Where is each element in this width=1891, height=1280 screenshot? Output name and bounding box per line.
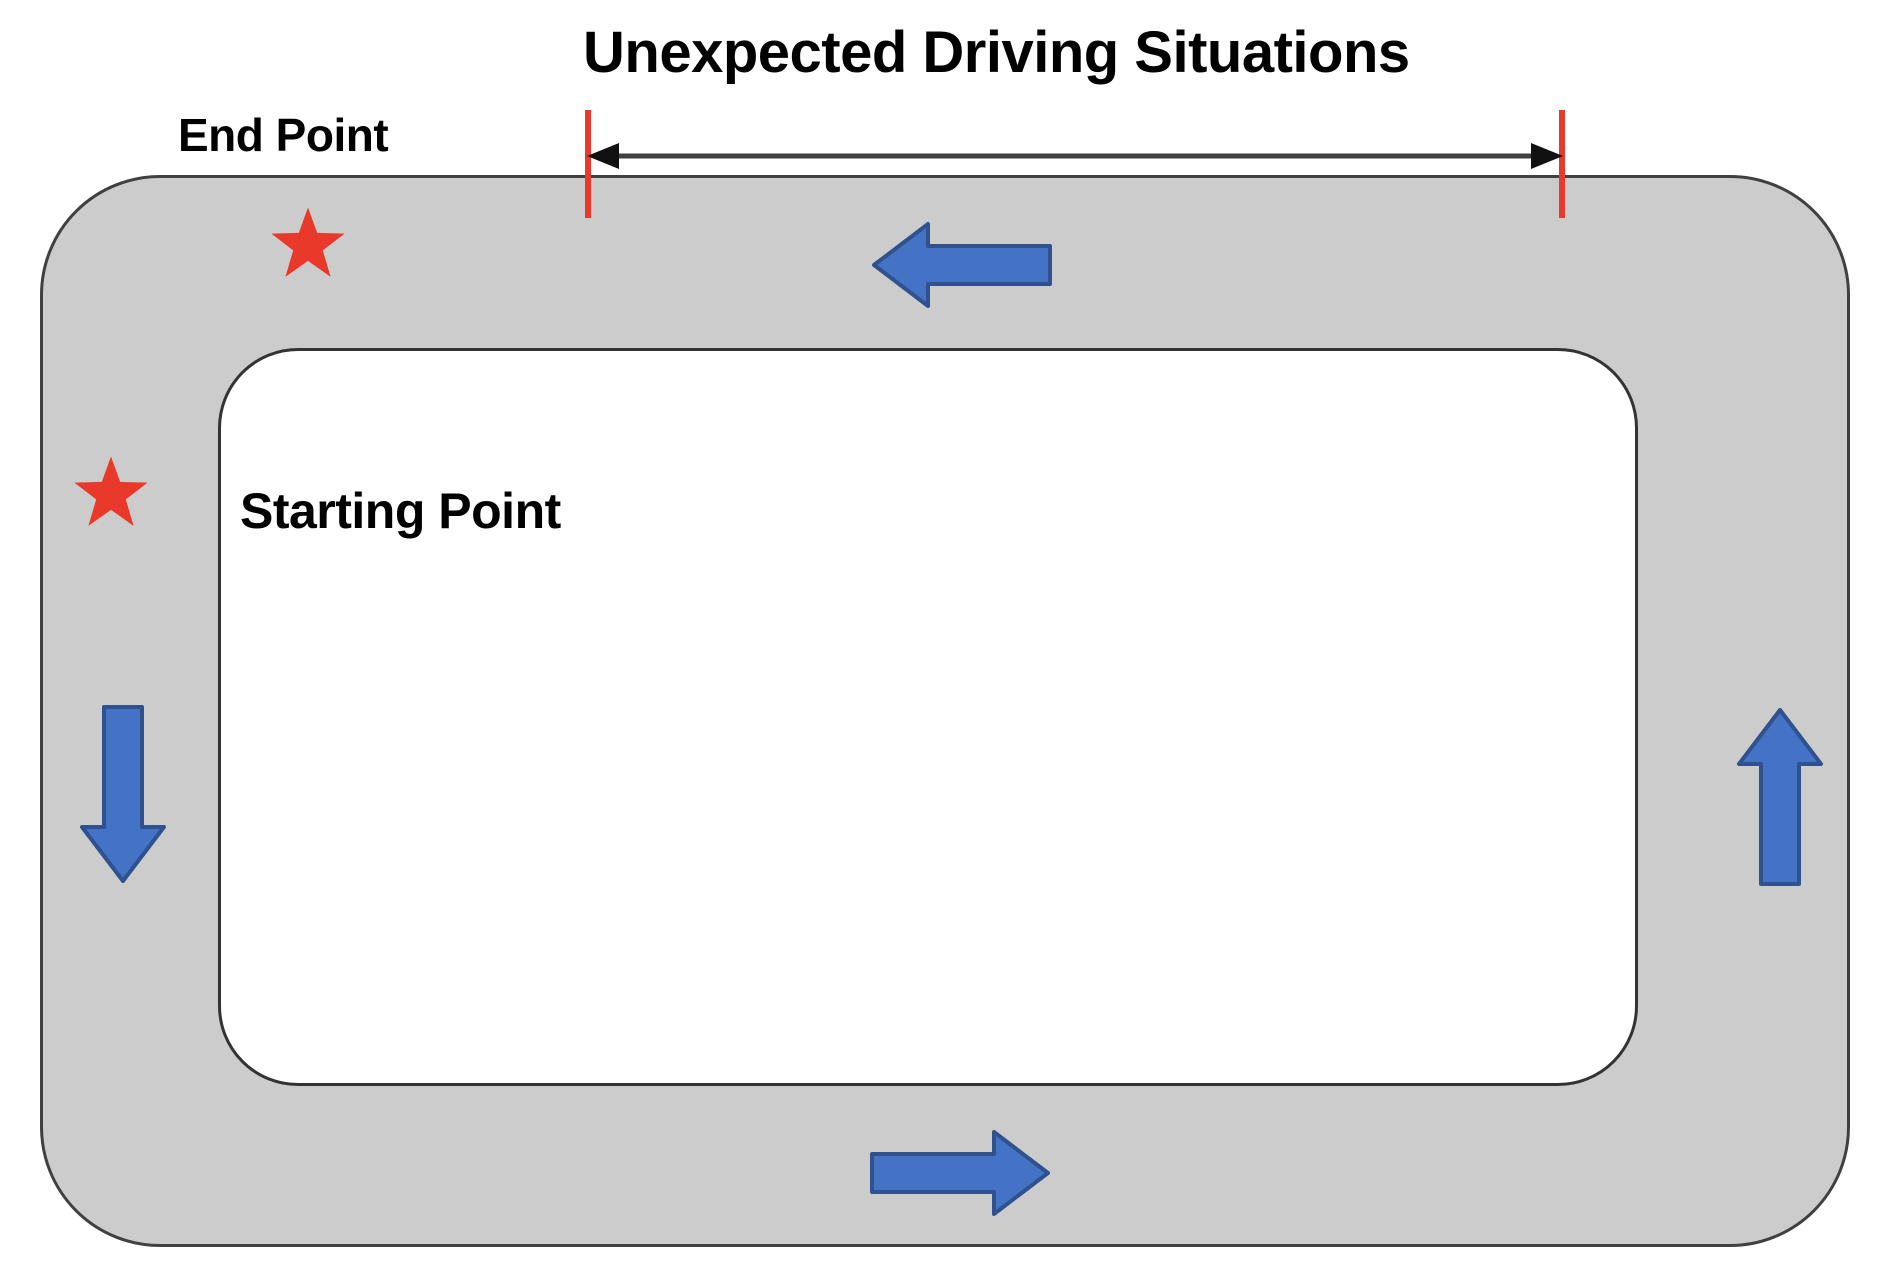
dimension-tick-right-icon bbox=[1559, 110, 1565, 218]
arrow-down-icon bbox=[80, 705, 166, 883]
track-infield bbox=[218, 348, 1638, 1086]
end-point-label: End Point bbox=[178, 109, 389, 161]
arrow-left-icon bbox=[872, 222, 1052, 308]
arrow-right-icon bbox=[870, 1130, 1050, 1216]
star-icon bbox=[74, 456, 148, 526]
star-icon bbox=[271, 207, 345, 277]
starting-point-label: Starting Point bbox=[240, 483, 561, 539]
page-title: Unexpected Driving Situations bbox=[583, 20, 1410, 85]
double-headed-arrow-icon bbox=[587, 143, 1563, 169]
arrow-up-icon bbox=[1737, 708, 1823, 886]
dimension-tick-left-icon bbox=[585, 110, 591, 218]
